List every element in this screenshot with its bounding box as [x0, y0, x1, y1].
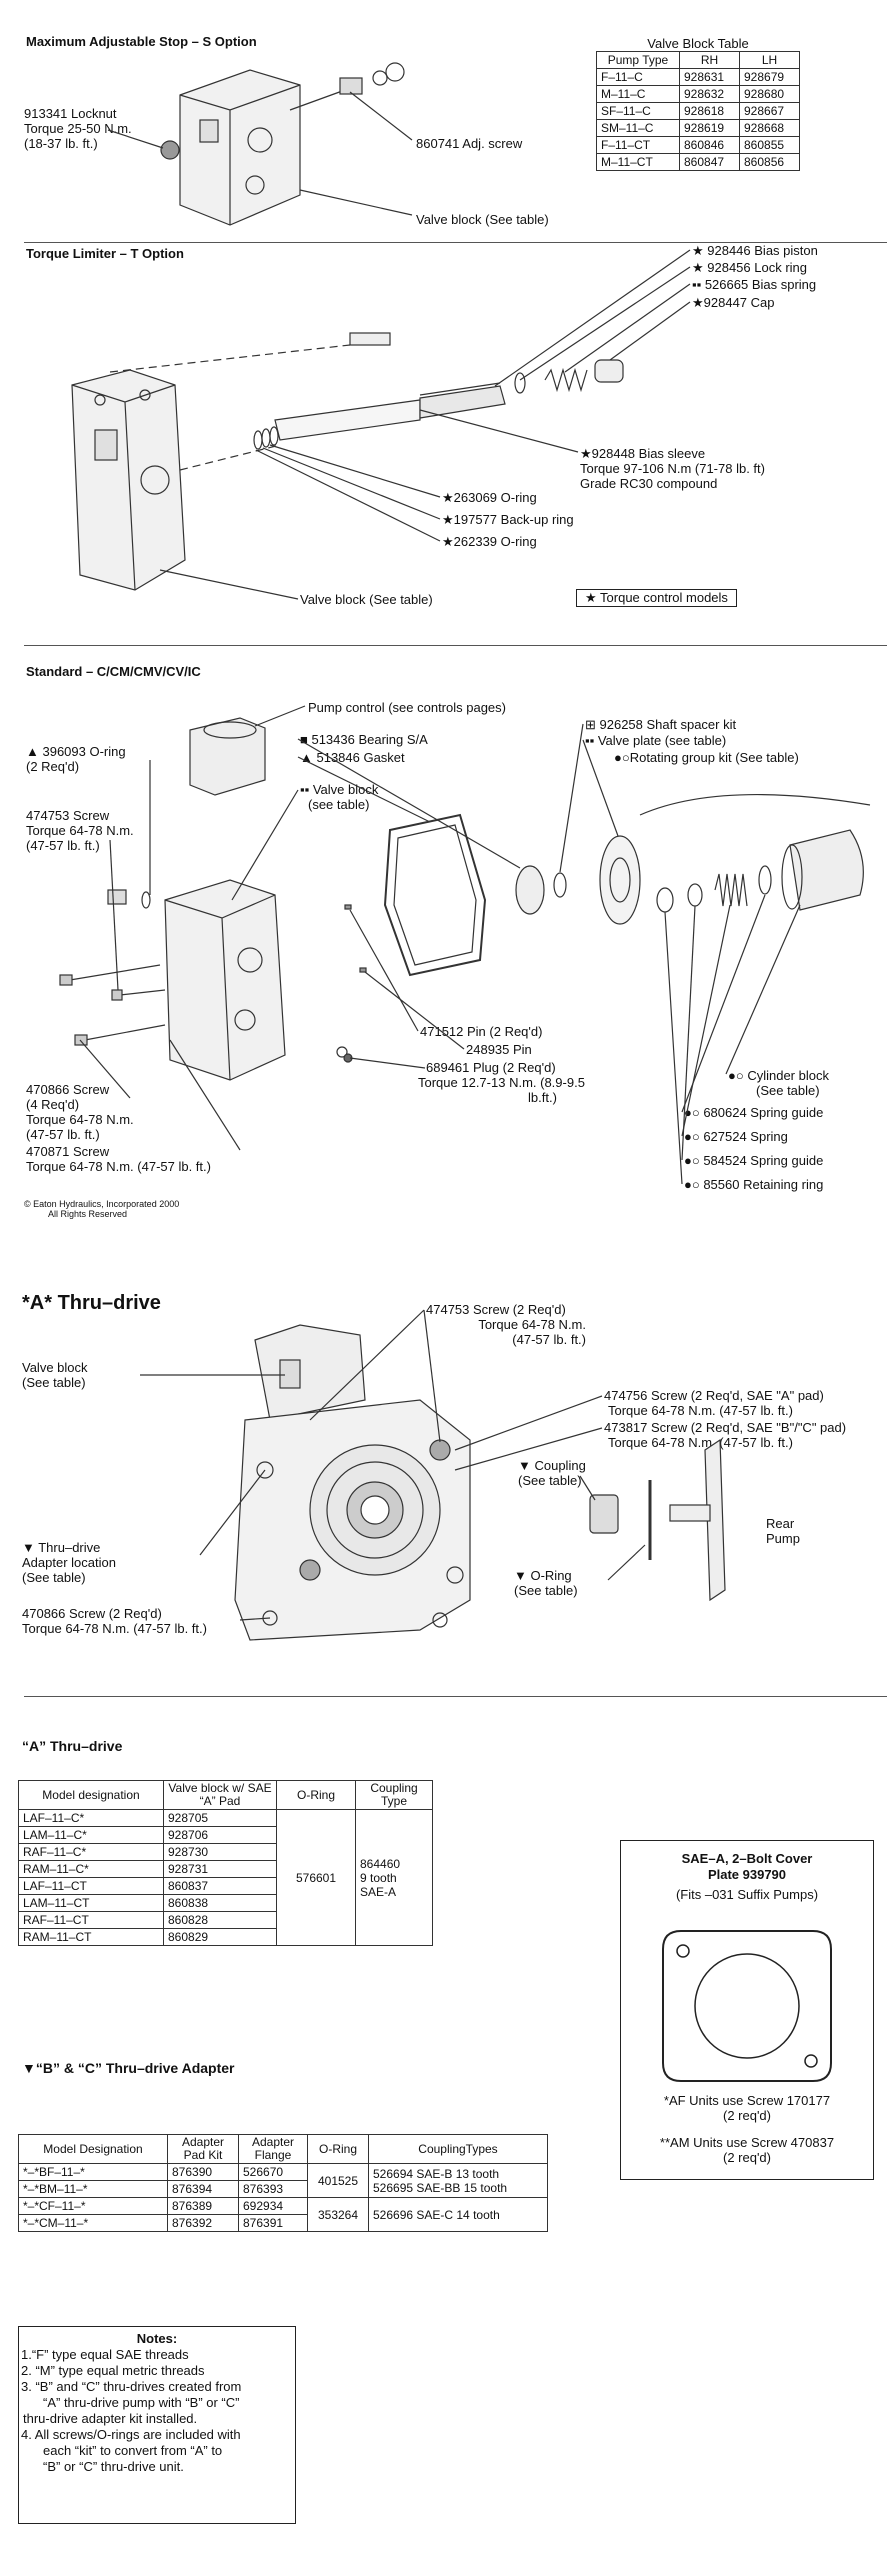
section-s-title: Maximum Adjustable Stop – S Option	[26, 34, 257, 49]
shaft-spacer-label: ⊞ 926258 Shaft spacer kit	[585, 717, 737, 732]
valve-plate-label: ▪▪ Valve plate (see table)	[585, 733, 727, 748]
table-a-oring: 576601	[276, 1809, 356, 1946]
notes-box: Notes: 1.“F” type equal SAE threads 2. “…	[18, 2326, 296, 2524]
table-header: Model designation Valve block w/ SAE “A”…	[18, 1780, 433, 1810]
section-standard-title: Standard – C/CM/CMV/CV/IC	[26, 664, 201, 679]
note-item: “A” thru-drive pump with “B” or “C”	[43, 2395, 240, 2410]
valve-block-a-label: Valve block(See table)	[22, 1360, 88, 1390]
divider	[24, 645, 887, 646]
note-item: “B” or “C” thru-drive unit.	[43, 2459, 184, 2474]
pin-471512-label: 471512 Pin (2 Req'd)	[420, 1024, 543, 1039]
oring-396093-label: ▲ 396093 O-ring(2 Req'd)	[26, 744, 126, 774]
gasket-label: ▲ 513846 Gasket	[300, 750, 405, 765]
note-item: 1.“F” type equal SAE threads	[21, 2347, 189, 2362]
backup-ring-label: ★197577 Back-up ring	[442, 512, 574, 527]
t-option-drawing	[71, 249, 691, 600]
screw-470866-label: 470866 Screw(4 Req'd)Torque 64-78 N.m.(4…	[26, 1082, 134, 1142]
table-row: RAM–11–C*928731	[18, 1860, 433, 1878]
cover-plate-icon	[662, 1930, 832, 2082]
table-row: LAM–11–C*928706	[18, 1826, 433, 1844]
retaining-ring-label: ●○ 85560 Retaining ring	[684, 1177, 824, 1192]
table-a: Model designation Valve block w/ SAE “A”…	[18, 1780, 433, 1946]
divider	[24, 242, 887, 243]
cap-label: ★928447 Cap	[692, 295, 775, 310]
pin-248935-label: 248935 Pin	[466, 1042, 532, 1057]
valve-block-std-label: ▪▪ Valve block(see table)	[300, 782, 379, 812]
table-header: Model Designation Adapter Pad Kit Adapte…	[18, 2134, 548, 2164]
valve-block-t-label: Valve block (See table)	[300, 592, 433, 607]
bias-piston-label: ★ 928446 Bias piston	[692, 243, 818, 258]
plug-689461-label: 689461 Plug (2 Req'd)Torque 12.7-13 N.m.…	[418, 1060, 585, 1105]
oring-262339-label: ★262339 O-ring	[442, 534, 537, 549]
table-bc: Model Designation Adapter Pad Kit Adapte…	[18, 2134, 548, 2232]
spring-guide-680624-label: ●○ 680624 Spring guide	[684, 1105, 824, 1120]
screw-470866-a-label: 470866 Screw (2 Req'd)Torque 64-78 N.m. …	[22, 1606, 207, 1636]
table-bc-title: ▼“B” & “C” Thru–drive Adapter	[22, 2060, 235, 2076]
coupling-label: ▼ Coupling(See table)	[518, 1458, 586, 1488]
bearing-label: ■ 513436 Bearing S/A	[300, 732, 428, 747]
standard-drawing	[59, 705, 871, 1185]
valve-block-table: Valve Block Table Pump Type RH LH F–11–C…	[596, 36, 800, 171]
cylinder-block-label: ●○ Cylinder block(See table)	[728, 1068, 829, 1098]
notes-title: Notes:	[136, 2331, 178, 2346]
section-a-title: *A* Thru–drive	[22, 1292, 161, 1314]
note-item: 2. “M” type equal metric threads	[21, 2363, 205, 2378]
section-t-title: Torque Limiter – T Option	[26, 246, 184, 261]
screw-474756-label: 474756 Screw (2 Req'd, SAE "A" pad)Torqu…	[604, 1388, 824, 1418]
note-item: each “kit” to convert from “A” to	[43, 2443, 223, 2458]
screw-473817-label: 473817 Screw (2 Req'd, SAE "B"/"C" pad)T…	[604, 1420, 847, 1450]
torque-legend-box: ★ Torque control models	[576, 589, 737, 607]
note-item: thru-drive adapter kit installed.	[23, 2411, 198, 2426]
adj-screw-label: 860741 Adj. screw	[416, 136, 523, 151]
table-a-title: “A” Thru–drive	[22, 1738, 123, 1754]
col-rh: RH	[679, 51, 740, 69]
rotating-group-label: ●○Rotating group kit (See table)	[614, 750, 799, 765]
note-item: 3. “B” and “C” thru-drives created from	[21, 2379, 242, 2394]
oring-263069-label: ★263069 O-ring	[442, 490, 537, 505]
valve-block-s-label: Valve block (See table)	[416, 212, 549, 227]
lock-ring-label: ★ 928456 Lock ring	[692, 260, 808, 275]
cover-plate-notes: *AF Units use Screw 170177(2 req'd) **AM…	[659, 2093, 835, 2165]
pump-control-label: Pump control (see controls pages)	[308, 700, 506, 715]
cover-plate-subtitle: (Fits –031 Suffix Pumps)	[675, 1887, 819, 1902]
note-item: 4. All screws/O-rings are included with	[21, 2427, 241, 2442]
screw-474753-a-label: 474753 Screw (2 Req'd)Torque 64-78 N.m.(…	[426, 1302, 586, 1347]
bias-spring-label: ▪▪ 526665 Bias spring	[692, 277, 817, 292]
a-thru-drive-drawing	[140, 1309, 726, 1641]
oring-a-label: ▼ O-Ring(See table)	[514, 1568, 578, 1598]
divider	[24, 1696, 887, 1697]
spring-627524-label: ●○ 627524 Spring	[684, 1129, 788, 1144]
spring-guide-584524-label: ●○ 584524 Spring guide	[684, 1153, 824, 1168]
s-option-drawing	[107, 62, 413, 226]
valve-block-table-title: Valve Block Table	[647, 36, 749, 51]
